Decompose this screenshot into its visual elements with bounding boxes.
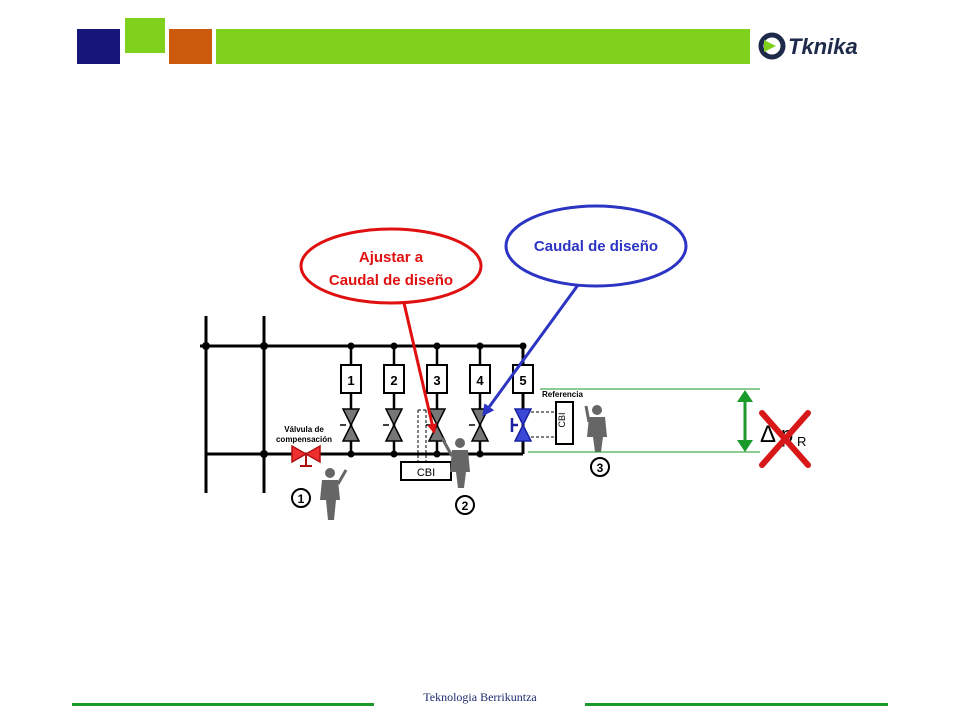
footer-line-right <box>585 703 888 706</box>
header-bar <box>216 29 750 64</box>
unit-number: 2 <box>390 373 397 388</box>
cross-out-icon <box>759 410 811 468</box>
balancing-valve <box>469 408 490 442</box>
callout-red-line2: Caudal de diseño <box>329 272 453 289</box>
callout-red-arrow <box>402 302 438 434</box>
reference-cbi-instrument <box>555 401 574 445</box>
header-square-navy <box>77 29 120 64</box>
callout-blue-ellipse <box>504 204 688 288</box>
balancing-valve <box>383 408 404 442</box>
worker-marker: 3 <box>597 461 604 475</box>
cbi-label: CBI <box>417 467 435 479</box>
callout-red-ellipse <box>299 227 483 305</box>
worker-figure-2 <box>440 437 470 488</box>
reference-label: Referencia <box>542 390 583 399</box>
unit-number: 3 <box>433 373 440 388</box>
callout-blue-text: Caudal de diseño <box>534 238 658 255</box>
worker-marker: 2 <box>462 499 469 513</box>
reference-cbi-label: CBI <box>557 412 567 427</box>
delta-subscript: R <box>797 434 806 449</box>
header-square-orange <box>169 29 212 64</box>
balancing-valve <box>340 408 361 442</box>
tknika-arrow-icon <box>758 32 786 60</box>
footer-text: Teknologia Berrikuntza <box>423 690 537 704</box>
worker-figure-3 <box>584 405 607 452</box>
unit-number: 4 <box>476 373 484 388</box>
worker-marker: 1 <box>298 492 305 506</box>
tknika-logo: Tknika <box>758 32 858 60</box>
callout-blue-arrow <box>482 284 580 417</box>
unit-number: 5 <box>519 373 526 388</box>
unit-number: 1 <box>347 373 354 388</box>
reference-valve <box>510 408 533 442</box>
header-square-lime <box>125 18 165 53</box>
logo-text: Tknika <box>788 34 858 59</box>
compensation-valve <box>291 444 321 467</box>
worker-figure-1 <box>320 468 348 520</box>
compensation-label-2: compensación <box>276 435 332 444</box>
callout-red-line1: Ajustar a <box>359 249 424 266</box>
compensation-label-1: Válvula de <box>284 425 324 434</box>
footer-line-left <box>72 703 374 706</box>
